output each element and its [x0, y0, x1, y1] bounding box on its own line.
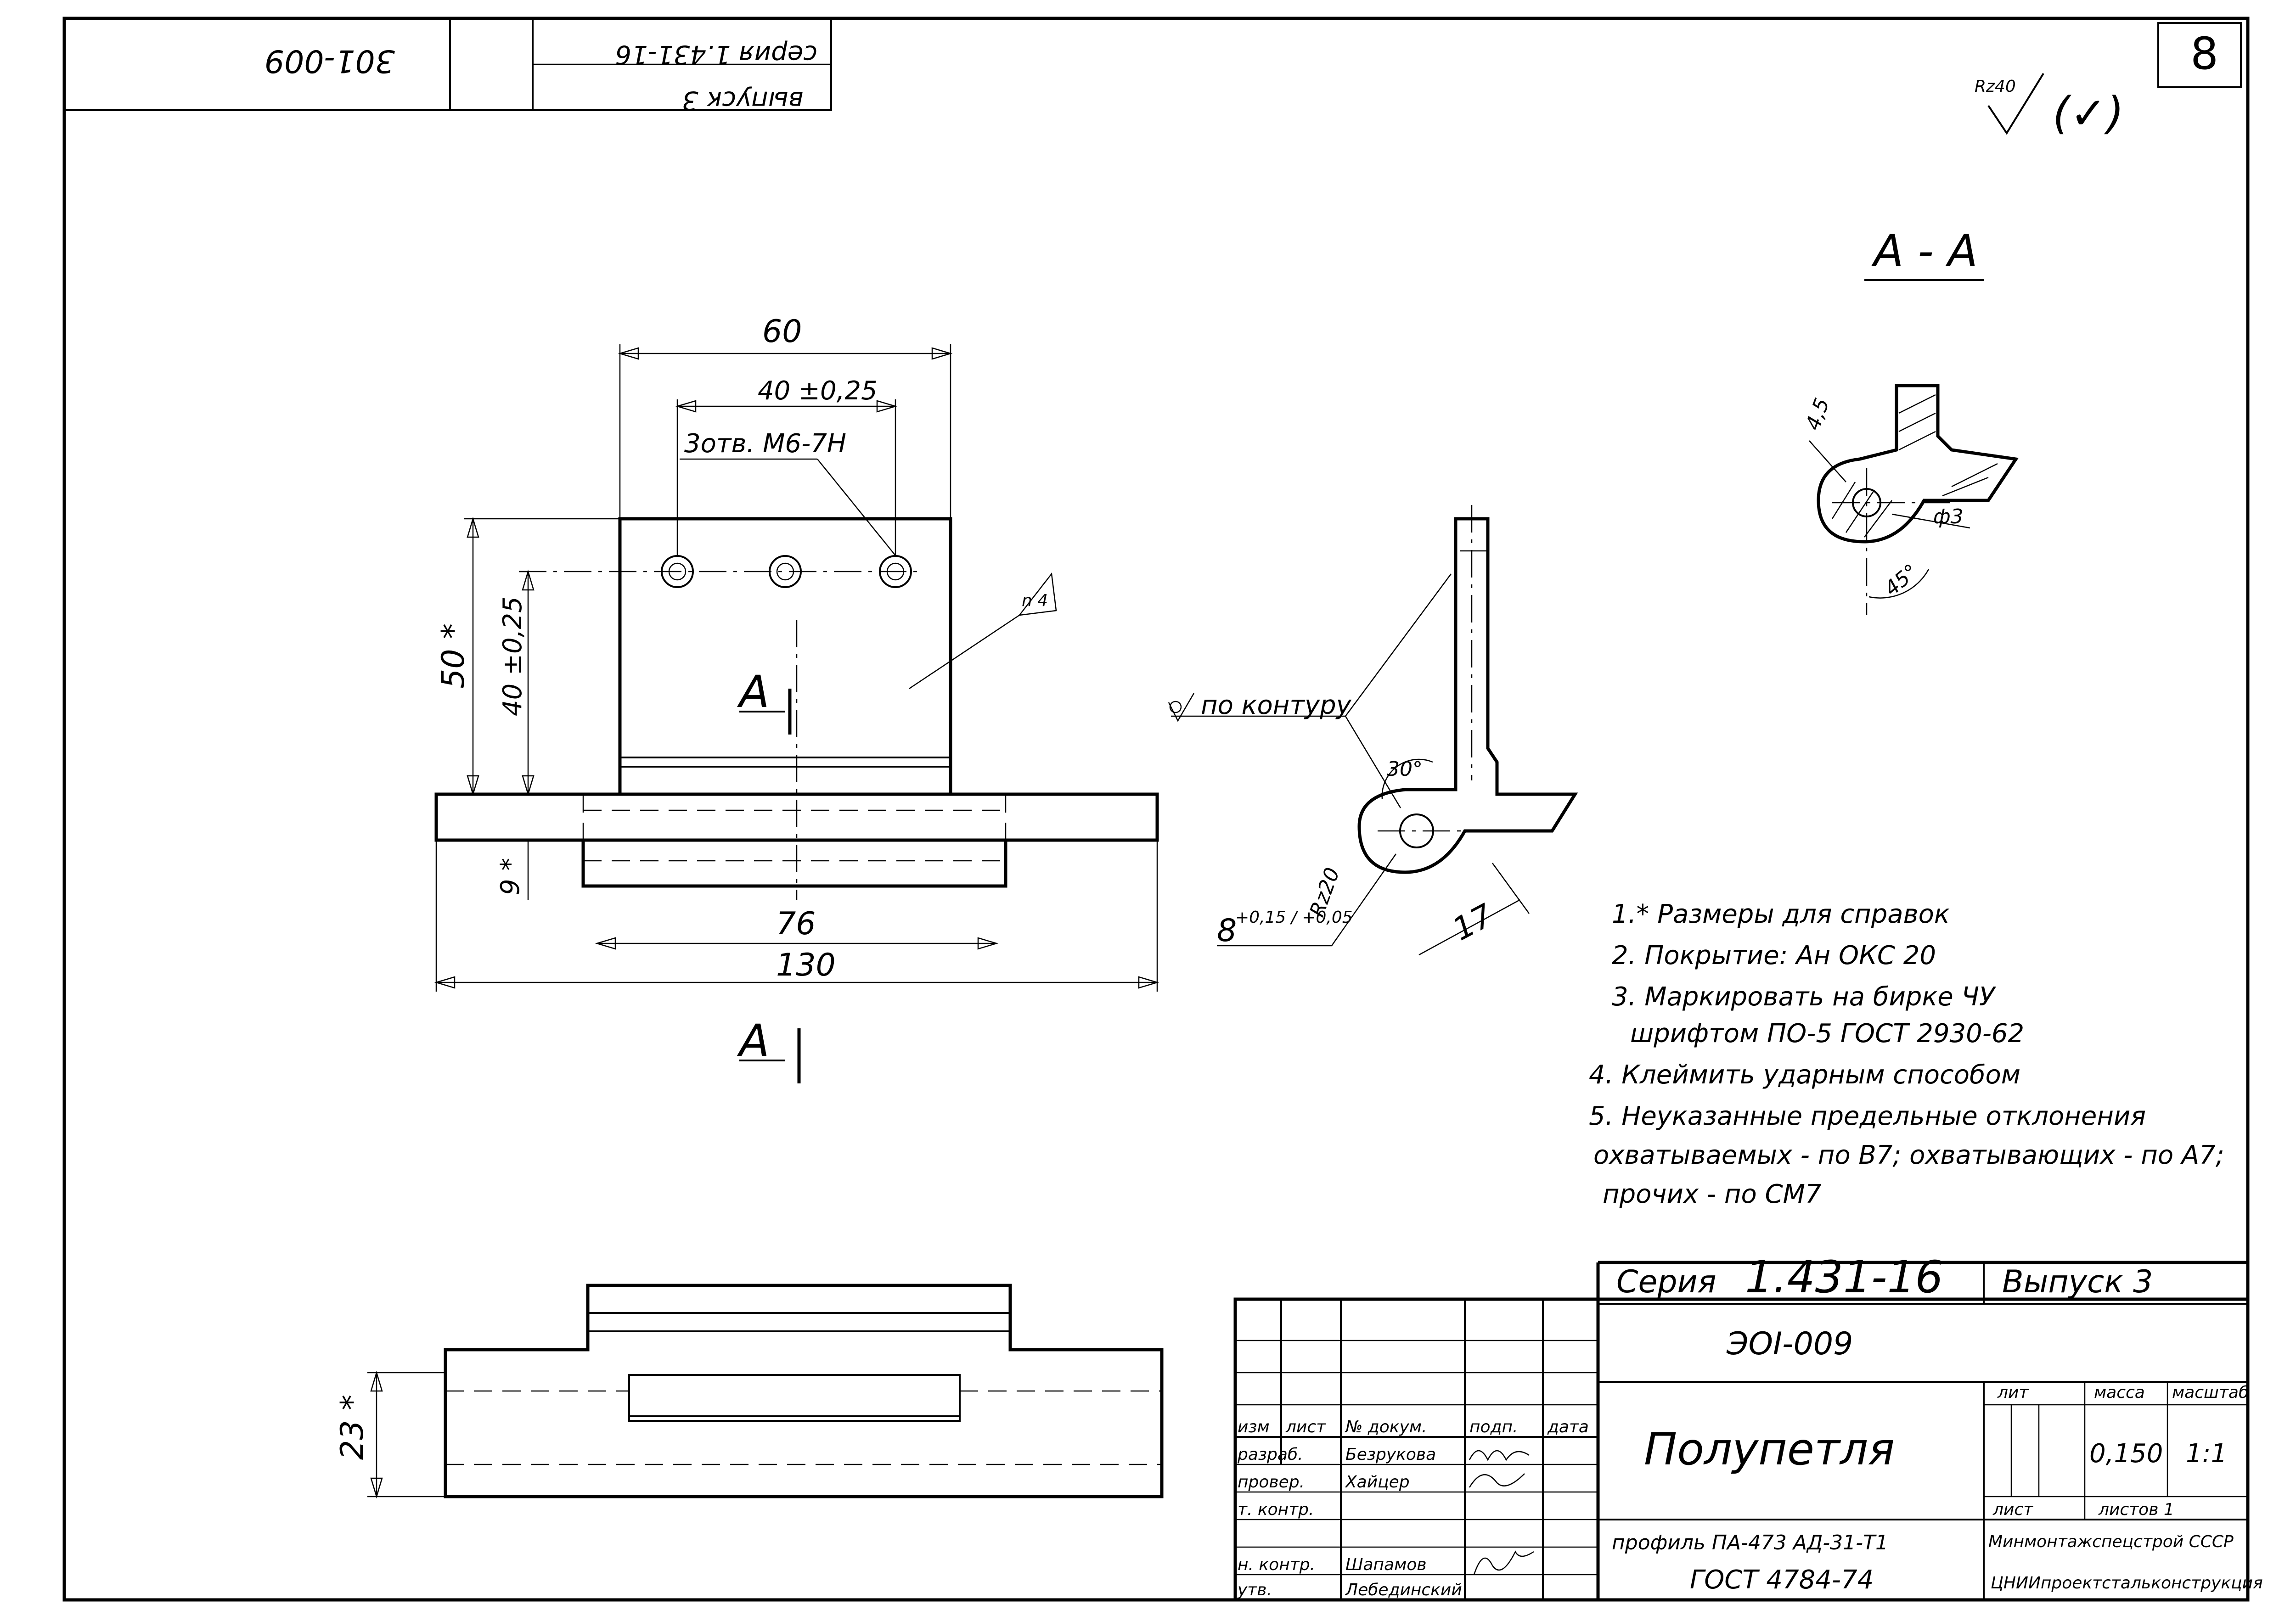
role-date: дата	[1547, 1418, 1589, 1436]
hole-2	[769, 555, 802, 588]
name-approved: Лебединский	[1345, 1581, 1462, 1599]
role-approved: утв.	[1237, 1581, 1272, 1599]
note-1: 1.* Размеры для справок	[1612, 899, 1950, 929]
dim-130: 130	[776, 947, 836, 983]
roughness-paren: (✓)	[2053, 88, 2124, 139]
dim-40: 40 ±0,25	[758, 376, 878, 406]
hole-3	[879, 555, 912, 588]
note-5c: прочих - по СМ7	[1603, 1179, 1822, 1209]
angle-30: 30°	[1387, 757, 1423, 781]
dim-8: 8	[1217, 913, 1237, 949]
page-number: 8	[2190, 28, 2218, 79]
org-2: ЦНИИпроектстальконструкция	[1991, 1574, 2263, 1593]
part-title: Полупетля	[1644, 1424, 1895, 1475]
note-4: 4. Клеймить ударным способом	[1589, 1060, 2020, 1090]
role-ncontrol: н. контр.	[1238, 1555, 1315, 1574]
front-view: 60 40 ±0,25 3отв. М6-7Н n 4 50 * 40 ±0,2…	[434, 314, 1159, 1083]
mass-value: 0,150	[2089, 1439, 2163, 1469]
role-tcontrol: т. контр.	[1238, 1500, 1314, 1519]
series-number: 1.431-16	[1745, 1251, 1943, 1303]
role-developer: разраб.	[1237, 1445, 1303, 1464]
note-3: 3. Маркировать на бирке ЧУ	[1612, 982, 1997, 1012]
role-docnum: № докум.	[1345, 1418, 1427, 1436]
signature-checker	[1469, 1473, 1525, 1488]
signature-ncontrol	[1473, 1550, 1534, 1575]
note-2: 2. Покрытие: Ан ОКС 20	[1612, 941, 1936, 970]
sheets-label: листов 1	[2098, 1500, 2174, 1519]
top-view: 23 *	[334, 1284, 1164, 1499]
name-developer: Безрукова	[1345, 1445, 1436, 1464]
role-checker: провер.	[1238, 1473, 1305, 1492]
flag-n4: n 4	[1022, 591, 1048, 610]
role-sheet: лист	[1285, 1418, 1326, 1436]
dim-60: 60	[762, 314, 802, 350]
col-scale: масштаб	[2172, 1383, 2249, 1402]
top-stamp-code: 301-009	[264, 43, 395, 79]
col-lit: лит	[1997, 1383, 2029, 1402]
outer-frame	[62, 17, 2250, 1602]
sheet-label: лист	[1992, 1500, 2033, 1519]
dim-8-tol: +0,15 / +0,05	[1235, 908, 1353, 927]
org-1: Минмонтажспецстрой СССР	[1988, 1532, 2234, 1551]
issue-label: Выпуск 3	[2002, 1264, 2153, 1300]
hole-1	[661, 555, 694, 588]
scale-value: 1:1	[2186, 1439, 2227, 1469]
col-mass: масса	[2094, 1383, 2145, 1402]
dia-3: ф3	[1933, 505, 1964, 528]
signature-developer	[1469, 1450, 1530, 1461]
note-5b: охватываемых - по В7; охватывающих - по …	[1593, 1140, 2224, 1170]
roughness-value: Rz40	[1975, 77, 2016, 96]
section-title: A - A	[1864, 225, 1984, 281]
dim-40-vertical: 40 ±0,25	[498, 596, 528, 716]
svg-text:A - A: A - A	[1871, 225, 1978, 277]
holes-label: 3отв. М6-7Н	[684, 429, 846, 459]
side-view: по контуру 30° 8 +0,15 / +0,05 Rz20 17	[1168, 505, 1578, 956]
note-5: 5. Неуказанные предельные отклонения	[1589, 1101, 2146, 1131]
angle-45: 45°	[1880, 560, 1923, 600]
doc-code: ЭОI-009	[1726, 1326, 1853, 1362]
note-3b: шрифтом ПО-5 ГОСТ 2930-62	[1630, 1019, 2024, 1049]
top-stamp-series: серия 1.431-16	[615, 39, 817, 69]
section-mark-upper: A	[737, 666, 770, 718]
material-1: профиль ПА-473 АД-31-Т1	[1612, 1531, 1888, 1554]
role-sign: подп.	[1469, 1418, 1518, 1436]
notes: 1.* Размеры для справок 2. Покрытие: Ан …	[1589, 899, 2224, 1209]
section-detail: 4,5 ф3 45°	[1801, 384, 2019, 615]
dim-17: 17	[1447, 897, 1499, 948]
top-stamp-issue: выпуск 3	[682, 85, 804, 115]
material-2: ГОСТ 4784-74	[1690, 1565, 1874, 1595]
dim-4-5: 4,5	[1801, 395, 1834, 433]
top-stamp: 301-009 серия 1.431-16 выпуск 3	[63, 17, 832, 115]
dim-9: 9 *	[495, 858, 525, 895]
page-number-box: 8	[2157, 22, 2242, 88]
dim-50: 50 *	[435, 623, 472, 689]
series-label: Серия	[1616, 1264, 1716, 1300]
roughness-symbol: Rz40 (✓)	[1975, 73, 2124, 139]
section-mark-lower: A	[737, 1015, 770, 1066]
role-change: изм	[1238, 1418, 1270, 1436]
title-block: Серия 1.431-16 Выпуск 3 ЭОI-009 Полупетл…	[1233, 1251, 2263, 1602]
dim-76: 76	[776, 906, 816, 942]
name-checker: Хайцер	[1345, 1473, 1410, 1492]
contour-label: по контуру	[1201, 690, 1352, 720]
dim-23: 23 *	[334, 1395, 371, 1460]
name-ncontrol: Шапамов	[1345, 1555, 1427, 1574]
